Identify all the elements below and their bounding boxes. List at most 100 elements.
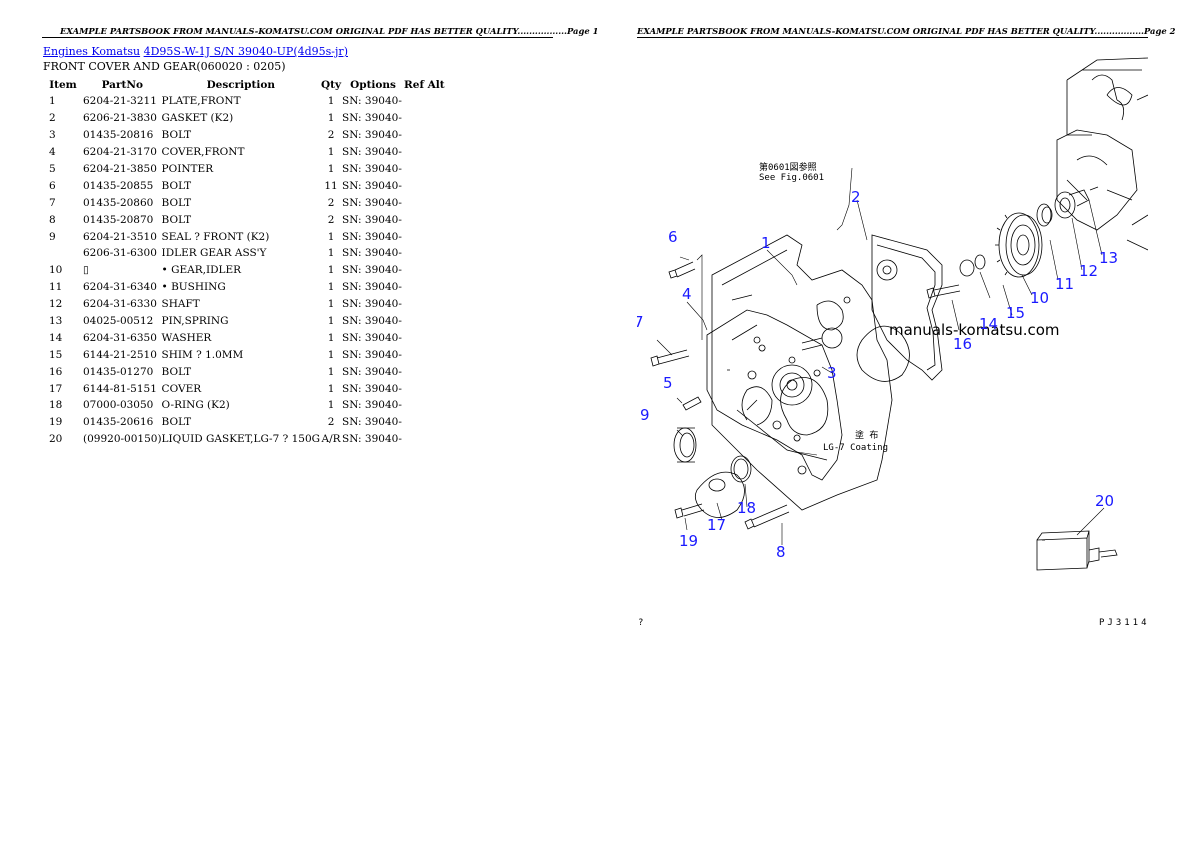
cell-quantity: 1 xyxy=(327,146,335,159)
cell-item-number: 16 xyxy=(49,365,63,378)
front-seal-drawing xyxy=(673,427,697,463)
cell-item-number: 7 xyxy=(49,196,56,209)
cell-options: SN: 39040- xyxy=(342,95,402,108)
table-row: 20(09920-00150)LIQUID GASKET,LG-7 ? 150G… xyxy=(43,431,445,448)
cell-ref-alt xyxy=(404,380,445,397)
cover-and-oring-drawing xyxy=(694,455,752,518)
callout-16: 16 xyxy=(953,335,972,353)
diagram-page: EXAMPLE PARTSBOOK FROM MANUALS-KOMATSU.C… xyxy=(595,0,1190,842)
callout-14: 14 xyxy=(979,315,998,333)
cell-item-number: 12 xyxy=(49,298,63,311)
cell-ref-alt xyxy=(404,177,445,194)
column-header-item: Item xyxy=(49,78,77,91)
cell-part-number: 01435-20860 xyxy=(83,196,154,209)
liquid-gasket-tube-drawing xyxy=(1036,530,1118,571)
cell-ref-alt xyxy=(404,329,445,346)
breadcrumb-link-engines[interactable]: Engines Komatsu xyxy=(43,45,141,58)
cell-quantity: 1 xyxy=(327,298,335,311)
cell-ref-alt xyxy=(404,211,445,228)
cell-item-number: 20 xyxy=(49,433,63,446)
cell-description: BOLT xyxy=(161,213,192,226)
parts-list-page: EXAMPLE PARTSBOOK FROM MANUALS-KOMATSU.C… xyxy=(42,26,598,448)
corner-mark: ? xyxy=(638,618,643,628)
cell-quantity: 11 xyxy=(324,179,338,192)
cell-part-number: 6204-21-3850 xyxy=(83,163,157,175)
callout-17: 17 xyxy=(707,516,726,534)
cell-quantity: 1 xyxy=(327,230,335,243)
cell-part-number: 6206-21-3830 xyxy=(83,112,157,125)
cell-quantity: 2 xyxy=(327,416,335,429)
coating-en: LG-7 Coating xyxy=(823,443,888,453)
breadcrumb-link-model[interactable]: 4D95S-W-1J S/N 39040-UP(4d95s-jr) xyxy=(143,45,348,58)
cell-description: SHIM ? 1.0MM xyxy=(161,348,244,361)
cell-quantity: 2 xyxy=(327,129,335,142)
cell-options: SN: 39040- xyxy=(342,281,402,294)
cell-ref-alt xyxy=(404,363,445,380)
cell-description: GASKET (K2) xyxy=(161,112,234,125)
cell-part-number: (09920-00150) xyxy=(83,433,162,446)
cell-part-number: 6144-21-2510 xyxy=(83,348,157,361)
cell-quantity: 1 xyxy=(327,247,335,260)
callout-15: 15 xyxy=(1006,304,1025,322)
cell-options: SN: 39040- xyxy=(342,146,402,159)
cell-part-number: 6206-31-6300 xyxy=(83,247,157,260)
cell-quantity: 1 xyxy=(327,264,335,277)
page-header: EXAMPLE PARTSBOOK FROM MANUALS-KOMATSU.C… xyxy=(637,26,1176,36)
cell-item-number: 19 xyxy=(49,416,63,429)
front-plate-drawing xyxy=(711,234,893,511)
callout-11: 11 xyxy=(1055,275,1074,293)
cell-quantity: 1 xyxy=(327,382,335,395)
cell-ref-alt xyxy=(404,346,445,363)
callout-5: 5 xyxy=(663,374,673,392)
callout-13: 13 xyxy=(1099,249,1118,267)
see-fig-en: See Fig.0601 xyxy=(759,173,824,183)
cell-item-number: 13 xyxy=(49,315,63,328)
cell-item-number: 18 xyxy=(49,399,63,412)
cell-item-number: 15 xyxy=(49,348,63,361)
column-header-qty: Qty xyxy=(320,78,342,91)
cell-ref-alt xyxy=(404,313,445,330)
cell-item-number: 3 xyxy=(49,129,56,142)
callout-3: 3 xyxy=(827,364,837,382)
cell-item-number: 10 xyxy=(49,264,63,277)
column-header-options: Options xyxy=(350,78,396,91)
cell-description: PIN,SPRING xyxy=(161,315,229,328)
cell-quantity: 1 xyxy=(327,365,335,378)
cell-description: WASHER xyxy=(161,331,212,344)
cell-ref-alt xyxy=(404,110,445,127)
cell-description: • GEAR,IDLER xyxy=(161,264,242,277)
cell-description: POINTER xyxy=(161,163,214,175)
cell-part-number: 07000-03050 xyxy=(83,399,154,412)
cell-description: SHAFT xyxy=(161,298,200,311)
cell-quantity: 1 xyxy=(327,315,335,328)
cell-quantity: 2 xyxy=(327,213,335,226)
cell-options: SN: 39040- xyxy=(342,298,402,311)
callout-labels: 1 2 3 4 5 6 7 8 9 10 11 12 13 14 15 16 1… xyxy=(637,188,1118,561)
cell-options: SN: 39040- xyxy=(342,348,402,361)
cell-description: O-RING (K2) xyxy=(161,399,230,412)
cell-description: IDLER GEAR ASS'Y xyxy=(161,247,267,260)
cell-options: SN: 39040- xyxy=(342,365,402,378)
cell-part-number: 01435-01270 xyxy=(83,365,154,378)
cell-ref-alt xyxy=(404,397,445,414)
cell-part-number: 01435-20616 xyxy=(83,416,154,429)
cell-options: SN: 39040- xyxy=(342,264,402,277)
callout-12: 12 xyxy=(1079,262,1098,280)
cell-ref-alt xyxy=(404,279,445,296)
callout-18: 18 xyxy=(737,499,756,517)
cell-part-number: 6204-31-6340 xyxy=(83,281,157,294)
cell-description: BOLT xyxy=(161,416,192,429)
callout-20: 20 xyxy=(1095,492,1114,510)
cell-quantity: 2 xyxy=(327,196,335,209)
cell-options: SN: 39040- xyxy=(342,163,402,175)
